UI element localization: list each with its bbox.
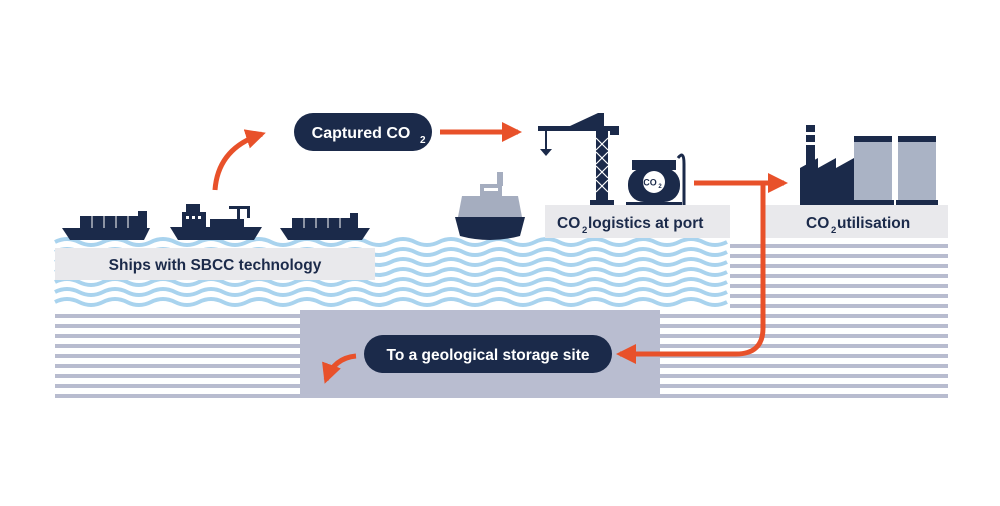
port-label-subscript: 2 (582, 225, 587, 236)
port-logistics-label: CO 2 logistics at port (557, 215, 703, 236)
utilisation-label: CO 2 utilisation (806, 215, 910, 236)
port-label-co: CO (557, 215, 580, 232)
captured-co2-subscript: 2 (420, 135, 426, 146)
silos-icon (852, 136, 938, 205)
captured-co2-label: Captured CO (312, 125, 411, 142)
utilisation-label-band (765, 205, 948, 238)
ships-label: Ships with SBCC technology (109, 257, 322, 274)
utilisation-label-subscript: 2 (831, 225, 836, 236)
container-ship-1-icon (62, 211, 150, 240)
sbcc-ship-icon (170, 204, 262, 240)
utilisation-label-co: CO (806, 215, 829, 232)
port-label-text: logistics at port (588, 215, 703, 232)
ships-label-band (55, 248, 375, 280)
utilisation-label-text: utilisation (837, 215, 910, 232)
arrow-port-to-storage (616, 183, 766, 364)
tanker-ship-icon (455, 172, 525, 240)
port-label-band (545, 205, 730, 238)
container-ship-2-icon (280, 213, 370, 240)
tank-label-subscript: 2 (658, 184, 662, 190)
co2-tank-icon: CO 2 (626, 153, 686, 205)
tank-label: CO (643, 178, 657, 188)
arrow-storage-down (322, 353, 357, 384)
strata-right (660, 240, 948, 398)
strata-left (55, 310, 300, 398)
arrow-ships-to-captured (212, 129, 266, 191)
captured-co2-pill: Captured CO 2 (294, 113, 432, 151)
port-crane-icon (538, 113, 619, 205)
storage-pill: To a geological storage site (364, 335, 612, 373)
factory-icon (800, 125, 854, 205)
storage-label: To a geological storage site (387, 347, 590, 364)
